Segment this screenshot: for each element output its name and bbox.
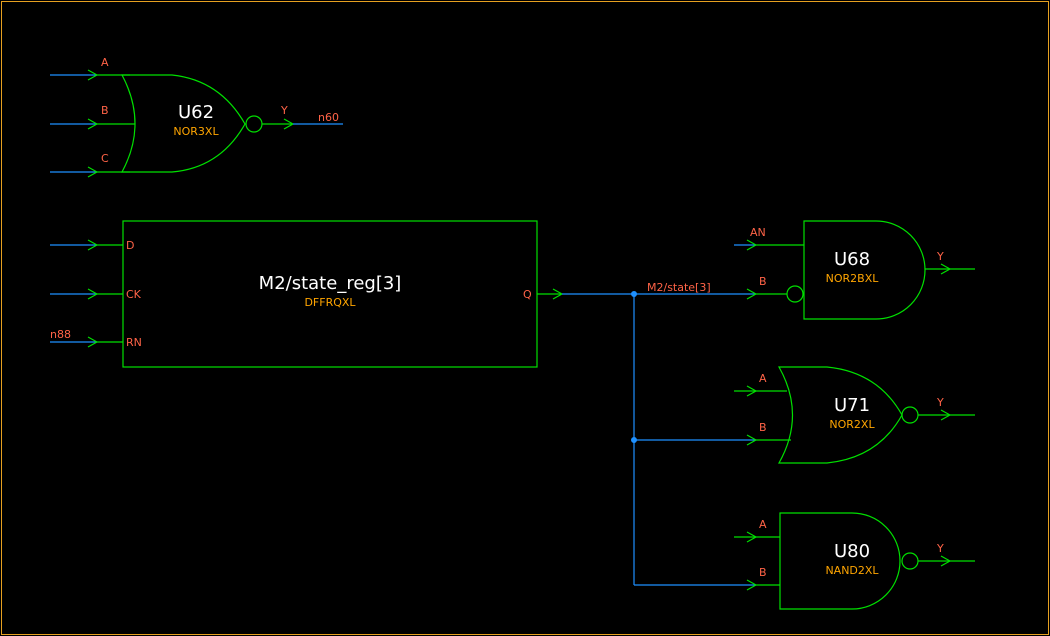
u71-y-arrow-icon	[940, 409, 952, 421]
u80-inversion-bubble	[901, 552, 919, 570]
reg-ck-arrow-icon	[87, 288, 99, 300]
u62-pin-c-label: C	[101, 152, 109, 165]
net-n88-label: n88	[50, 328, 71, 341]
u62-b-arrow-icon	[87, 118, 99, 130]
u68-cell-name: NOR2BXL	[826, 272, 880, 285]
u68-b-arrow-icon	[746, 288, 758, 300]
u71-a-arrow-icon	[746, 385, 758, 397]
u71-instance-name: U71	[834, 395, 870, 416]
gate-u71[interactable]: A B Y U71 NOR2XL	[734, 366, 975, 464]
nor3-body-shape	[120, 74, 246, 173]
u80-pin-a-label: A	[759, 518, 767, 531]
u80-pin-y-label: Y	[936, 542, 944, 555]
reg-pin-d-label: D	[126, 239, 134, 252]
u80-y-arrow-icon	[940, 555, 952, 567]
gate-u80[interactable]: A B Y U80 NAND2XL	[734, 512, 975, 610]
u68-inversion-bubble	[786, 285, 804, 303]
u68-pin-an-label: AN	[750, 226, 766, 239]
u62-cell-name: NOR3XL	[173, 125, 219, 138]
reg-pin-q-label: Q	[523, 288, 532, 301]
u80-b-arrow-icon	[746, 579, 758, 591]
u80-pin-b-label: B	[759, 566, 767, 579]
net-state3-label: M2/state[3]	[647, 281, 711, 294]
u71-inversion-bubble	[901, 406, 919, 424]
u80-cell-name: NAND2XL	[825, 564, 879, 577]
u68-y-arrow-icon	[940, 263, 952, 275]
net-junction-dot	[631, 437, 637, 443]
u80-body-shape	[779, 512, 901, 610]
u68-instance-name: U68	[834, 249, 870, 270]
u68-pin-y-label: Y	[936, 250, 944, 263]
u71-pin-b-label: B	[759, 421, 767, 434]
u71-pin-y-label: Y	[936, 396, 944, 409]
reg-d-arrow-icon	[87, 239, 99, 251]
u80-instance-name: U80	[834, 541, 870, 562]
net-state3[interactable]: M2/state[3]	[562, 281, 756, 586]
net-junction-dot	[631, 291, 637, 297]
u71-pin-a-label: A	[759, 372, 767, 385]
u71-cell-name: NOR2XL	[829, 418, 875, 431]
u62-a-arrow-icon	[87, 69, 99, 81]
reg-pin-rn-label: RN	[126, 336, 142, 349]
u62-c-arrow-icon	[87, 166, 99, 178]
register-body	[122, 220, 538, 368]
u62-pin-b-label: B	[101, 104, 109, 117]
gate-u68[interactable]: AN B Y U68 NOR2BXL	[734, 220, 975, 320]
net-n60-label: n60	[318, 111, 339, 124]
u62-instance-name: U62	[178, 102, 214, 123]
register-state-reg-3[interactable]: D CK RN Q n88 M2/state_reg[3] DFFRQXL	[50, 220, 564, 368]
reg-rn-arrow-icon	[87, 336, 99, 348]
u71-b-arrow-icon	[746, 434, 758, 446]
u71-body-shape	[777, 366, 903, 464]
reg-instance-name: M2/state_reg[3]	[259, 273, 402, 294]
u62-pin-a-label: A	[101, 56, 109, 69]
u68-an-arrow-icon	[746, 239, 758, 251]
u80-a-arrow-icon	[746, 531, 758, 543]
u68-body-shape	[803, 220, 926, 320]
reg-pin-ck-label: CK	[126, 288, 142, 301]
u68-pin-b-label: B	[759, 275, 767, 288]
reg-cell-name: DFFRQXL	[304, 296, 356, 309]
u62-pin-y-label: Y	[280, 104, 288, 117]
gate-u62[interactable]: A B C Y n60 U62 NOR3XL	[50, 56, 343, 178]
u62-inversion-bubble	[245, 115, 263, 133]
